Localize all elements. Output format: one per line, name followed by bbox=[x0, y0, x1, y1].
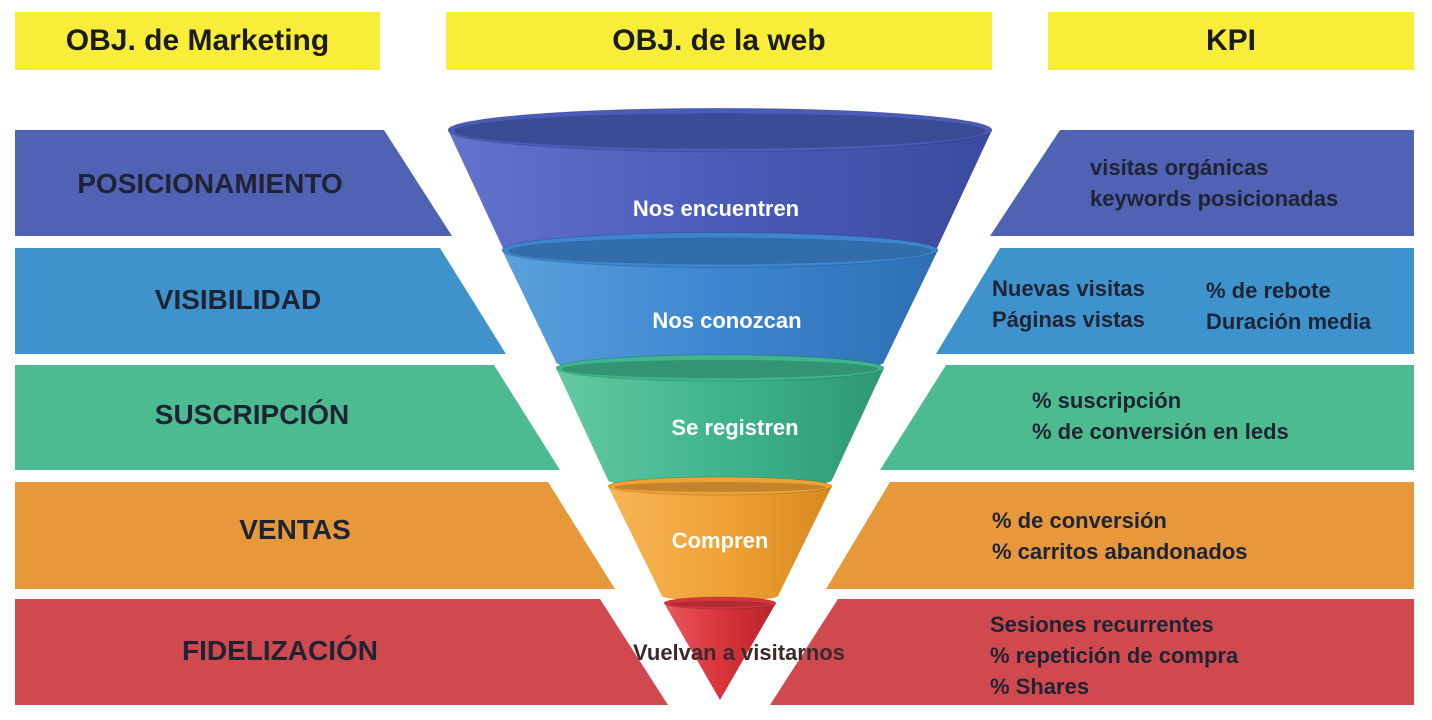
web-objective-vuelvan-a-visitarnos: Vuelvan a visitarnos bbox=[633, 640, 845, 665]
kpi-list-suscripcion: % suscripción % de conversión en leds bbox=[1032, 385, 1289, 447]
kpi-list-visibilidad-b: % de rebote Duración media bbox=[1206, 275, 1371, 337]
kpi-bands bbox=[770, 130, 1414, 705]
marketing-band-4 bbox=[15, 599, 668, 705]
marketing-objective-posicionamiento: POSICIONAMIENTO bbox=[77, 168, 343, 199]
marketing-objective-suscripcion: SUSCRIPCIÓN bbox=[154, 399, 350, 430]
marketing-objective-visibilidad: VISIBILIDAD bbox=[154, 284, 322, 315]
funnel-segment-3 bbox=[607, 476, 833, 601]
kpi-item: Nuevas visitas bbox=[992, 276, 1145, 301]
kpi-band-0 bbox=[990, 130, 1414, 236]
kpi-item: keywords posicionadas bbox=[1090, 186, 1339, 211]
header-kpi: KPI bbox=[1048, 12, 1414, 70]
marketing-objective-fidelizacion: FIDELIZACIÓN bbox=[182, 635, 378, 666]
kpi-item: % Shares bbox=[990, 674, 1090, 699]
marketing-band-2 bbox=[15, 365, 560, 470]
kpi-band-4 bbox=[770, 599, 1414, 705]
kpi-item: % suscripción bbox=[1032, 388, 1182, 413]
web-objective-nos-encuentren: Nos encuentren bbox=[632, 196, 800, 221]
kpi-list-ventas: % de conversión % carritos abandonados bbox=[992, 505, 1248, 567]
kpi-item: visitas orgánicas bbox=[1090, 155, 1269, 180]
kpi-item: Sesiones recurrentes bbox=[990, 612, 1214, 637]
marketing-bands bbox=[15, 130, 668, 705]
marketing-band-0 bbox=[15, 130, 452, 236]
kpi-band-3 bbox=[826, 482, 1414, 589]
kpi-item: % repetición de compra bbox=[990, 643, 1239, 668]
funnel-segment-4 bbox=[663, 596, 777, 700]
funnel-segment-0 bbox=[447, 107, 993, 264]
marketing-objective-ventas: VENTAS bbox=[239, 514, 351, 545]
kpi-item: % carritos abandonados bbox=[992, 539, 1248, 564]
marketing-band-3 bbox=[15, 482, 615, 589]
kpi-item: % de conversión en leds bbox=[1032, 419, 1289, 444]
funnel-segment-2 bbox=[555, 354, 885, 489]
kpi-band-2 bbox=[880, 365, 1414, 470]
kpi-item: Duración media bbox=[1206, 309, 1372, 334]
kpi-item: % de rebote bbox=[1206, 278, 1331, 303]
web-objective-nos-conozcan: Nos conozcan bbox=[652, 308, 802, 333]
marketing-band-1 bbox=[15, 248, 506, 354]
header-marketing: OBJ. de Marketing bbox=[15, 12, 380, 70]
kpi-item: Páginas vistas bbox=[992, 307, 1145, 332]
web-objective-compren: Compren bbox=[671, 528, 769, 553]
kpi-list-visibilidad-a: Nuevas visitas Páginas vistas bbox=[992, 273, 1145, 335]
kpi-item: % de conversión bbox=[992, 508, 1167, 533]
kpi-list-posicionamiento: visitas orgánicas keywords posicionadas bbox=[1090, 152, 1338, 214]
funnel-segment-1 bbox=[501, 232, 939, 376]
web-objective-se-registren: Se registren bbox=[671, 415, 799, 440]
kpi-list-fidelizacion: Sesiones recurrentes % repetición de com… bbox=[990, 609, 1238, 702]
header-web: OBJ. de la web bbox=[446, 12, 992, 70]
kpi-band-1 bbox=[936, 248, 1414, 354]
funnel bbox=[447, 107, 993, 700]
